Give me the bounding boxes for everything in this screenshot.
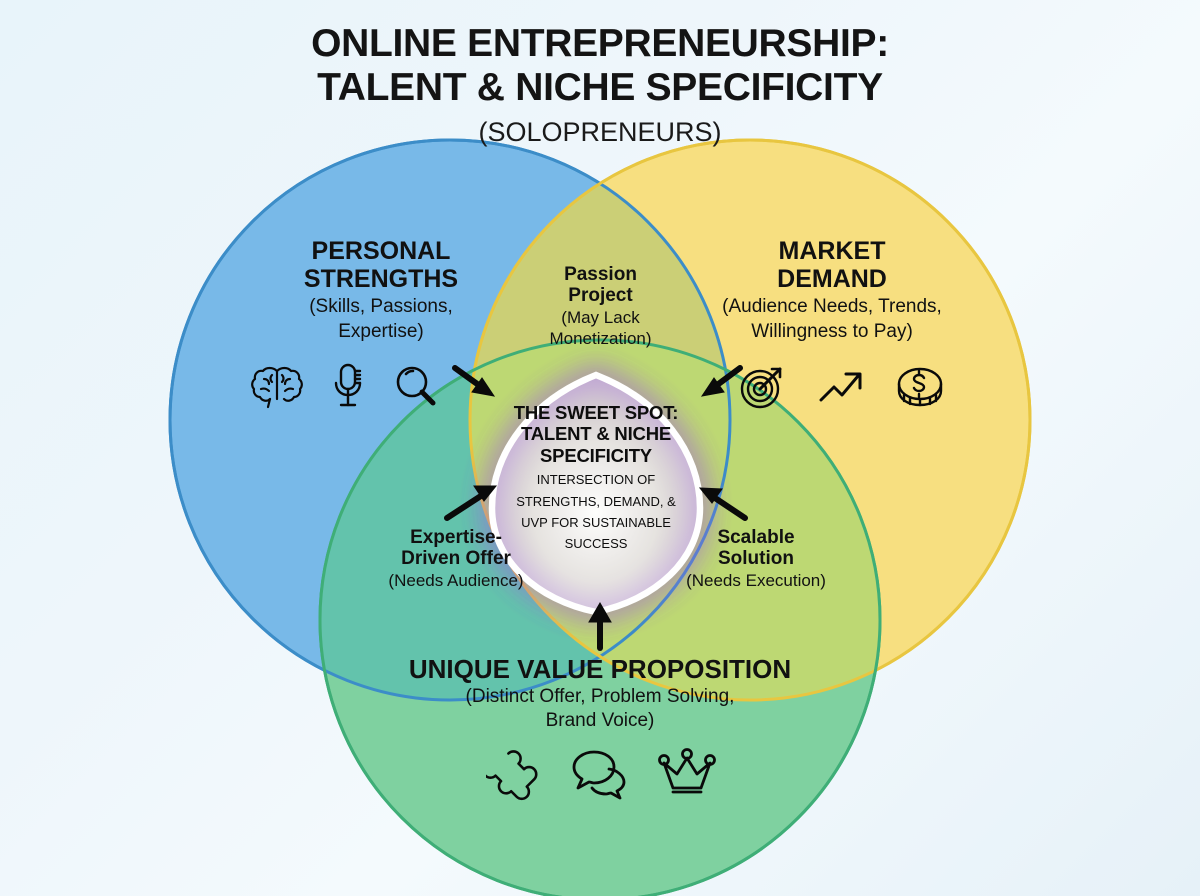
label-expertise-offer-subtitle-line1: (Needs Audience) [388, 570, 524, 590]
magnifier-icon [392, 362, 440, 412]
label-sweet-spot-heading-line1: THE SWEET SPOT: [513, 402, 679, 423]
label-scalable-solution: Scalable Solution (Needs Execution) [670, 527, 842, 591]
label-sweet-spot: THE SWEET SPOT: TALENT & NICHE SPECIFICI… [490, 402, 702, 552]
label-passion-project-heading-line1: Passion [564, 264, 637, 285]
label-market-demand-heading-line1: MARKET [778, 237, 886, 265]
label-market-demand-heading-line2: DEMAND [777, 265, 887, 293]
label-scalable-solution-heading-line2: Solution [718, 548, 794, 570]
growth-arrow-icon [816, 362, 868, 412]
label-market-demand-subtitle-line2: Willingness to Pay) [751, 321, 913, 343]
label-passion-project-subtitle-line2: Monetization) [549, 329, 652, 349]
page-title-line2: TALENT & NICHE SPECIFICITY [317, 65, 883, 109]
target-icon [738, 362, 790, 412]
label-sweet-spot-heading-line2: TALENT & NICHE [521, 423, 671, 445]
speech-bubbles-icon [568, 746, 630, 802]
brain-icon [250, 362, 304, 412]
label-market-demand: MARKET DEMAND (Audience Needs, Trends, W… [688, 237, 976, 343]
label-personal-strengths: PERSONAL STRENGTHS (Skills, Passions, Ex… [256, 237, 506, 343]
label-personal-strengths-subtitle-line1: (Skills, Passions, [309, 296, 453, 317]
title-block: ONLINE ENTREPRENEURSHIP: TALENT & NICHE … [0, 22, 1200, 153]
arrow-to-center-from-bottom [588, 602, 612, 651]
page-subtitle: (SOLOPRENEURS) [478, 117, 722, 148]
circle-outline-market-demand [468, 138, 1032, 702]
arrow-group [444, 365, 748, 651]
label-expertise-offer-heading-line1: Expertise- [410, 527, 502, 548]
label-unique-value-proposition: UNIQUE VALUE PROPOSITION (Distinct Offer… [385, 654, 815, 732]
label-sweet-spot-subtitle-line4: SUCCESS [564, 536, 628, 552]
label-passion-project-heading-line2: Project [568, 285, 633, 307]
label-scalable-solution-heading-line1: Scalable [717, 527, 795, 548]
label-passion-project: Passion Project (May Lack Monetization) [528, 264, 673, 350]
label-sweet-spot-heading-line3: SPECIFICITY [540, 444, 652, 466]
arrow-to-center-from-left [452, 365, 496, 397]
label-personal-strengths-heading-line1: PERSONAL [311, 237, 451, 265]
label-expertise-driven-offer: Expertise- Driven Offer (Needs Audience) [370, 527, 542, 591]
label-personal-strengths-subtitle-line2: Expertise) [338, 321, 424, 343]
crown-icon [656, 746, 718, 802]
icon-row-unique-value-proposition [486, 746, 718, 802]
arrow-to-center-from-bottom-left [444, 485, 498, 521]
label-personal-strengths-heading-line2: STRENGTHS [303, 265, 459, 293]
label-passion-project-subtitle-line1: (May Lack [561, 307, 640, 327]
label-sweet-spot-subtitle-line2: STRENGTHS, DEMAND, & [516, 493, 676, 509]
arrow-to-center-from-right [700, 365, 743, 397]
icon-row-personal-strengths [250, 362, 440, 412]
arrow-to-center-from-bottom-right [698, 487, 748, 521]
puzzle-piece-icon [486, 746, 542, 802]
page-title-line1: ONLINE ENTREPRENEURSHIP: [311, 22, 889, 65]
label-sweet-spot-subtitle-line3: UVP FOR SUSTAINABLE [521, 515, 671, 531]
microphone-icon [330, 362, 366, 412]
label-uvp-heading-line1: UNIQUE VALUE PROPOSITION [408, 654, 792, 684]
circle-outline-unique-value-proposition [318, 338, 882, 896]
label-scalable-solution-subtitle-line1: (Needs Execution) [686, 570, 826, 590]
circle-outline-personal-strengths [168, 138, 732, 702]
icon-row-market-demand [738, 362, 946, 412]
label-market-demand-subtitle-line1: (Audience Needs, Trends, [722, 296, 942, 317]
label-uvp-subtitle-line2: Brand Voice) [545, 710, 655, 732]
dollar-coin-icon [894, 362, 946, 412]
label-uvp-subtitle-line1: (Distinct Offer, Problem Solving, [465, 686, 735, 708]
label-sweet-spot-subtitle-line1: INTERSECTION OF [536, 472, 656, 488]
label-expertise-offer-heading-line2: Driven Offer [401, 548, 511, 570]
